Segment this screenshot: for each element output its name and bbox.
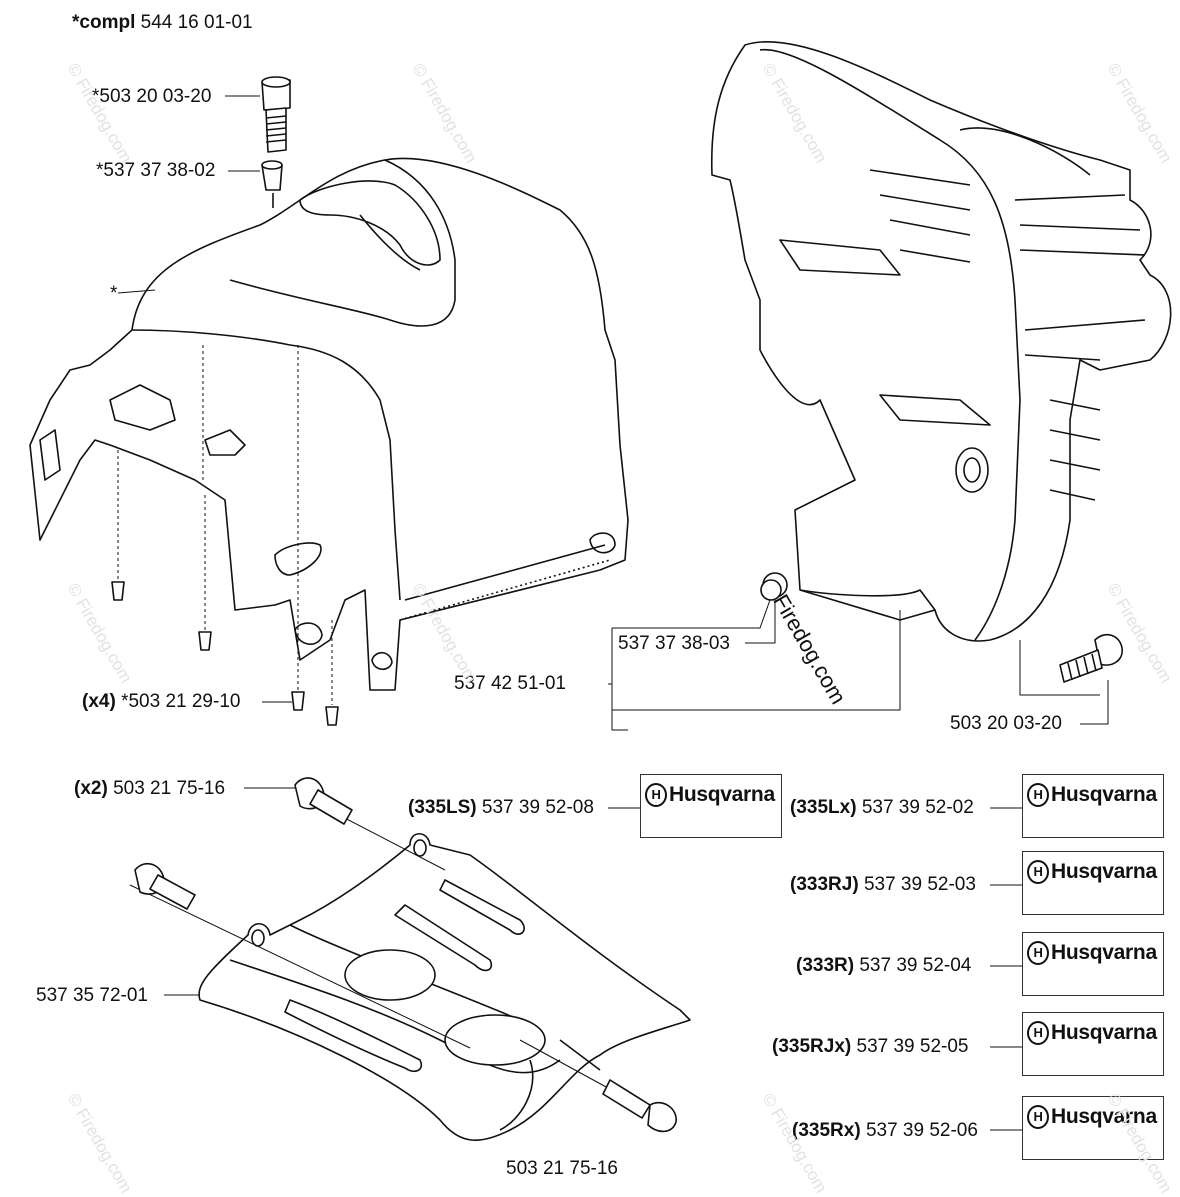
label-screws-x4: (x4) *503 21 29-10: [82, 691, 240, 713]
assembly-number: 544 16 01-01: [140, 12, 253, 33]
small-screws: [111, 345, 339, 726]
decal-number: 537 39 52-05: [856, 1036, 969, 1057]
brand-text: Husqvarna: [669, 783, 775, 806]
leader-bracket: [611, 599, 1100, 731]
label-cylinder-cover: 537 42 51-01: [454, 673, 566, 694]
label-bushing: 537 37 38-03: [618, 633, 730, 654]
skid-plate: [129, 799, 691, 1141]
decal-model: (333R): [796, 955, 855, 976]
leader-lines: [117, 95, 1109, 1131]
decal-model: (333RJ): [790, 874, 859, 895]
crown-h-icon: H: [645, 783, 667, 807]
decal-number: 537 39 52-04: [859, 955, 972, 976]
label-screw-top: *503 20 03-20: [92, 86, 212, 107]
top-screw: [261, 76, 291, 208]
decal-model: (335Rx): [792, 1120, 861, 1141]
skid-screws: [134, 777, 677, 1133]
label-screw-right: 503 20 03-20: [950, 713, 1062, 734]
label-skid-plate: 537 35 72-01: [36, 985, 148, 1006]
decal-label-335ls: (335LS) 537 39 52-08: [408, 797, 594, 819]
label-cover-marker: *: [110, 283, 118, 304]
label-washer-top: *537 37 38-02: [96, 160, 216, 181]
brand-text: Husqvarna: [1051, 1105, 1157, 1128]
brand-text: Husqvarna: [1051, 783, 1157, 806]
label-screws-x2: (x2) 503 21 75-16: [74, 778, 225, 800]
decal-label-333r: (333R) 537 39 52-04: [796, 955, 971, 977]
cylinder-cover: [710, 40, 1172, 642]
decal-model: (335Lx): [790, 797, 857, 818]
brand-text: Husqvarna: [1051, 1021, 1157, 1044]
crown-h-icon: H: [1027, 783, 1049, 807]
crown-h-icon: H: [1027, 941, 1049, 965]
decal-label-333rj: (333RJ) 537 39 52-03: [790, 874, 976, 896]
decal-model: (335RJx): [772, 1036, 852, 1057]
label-screw-bottom: 503 21 75-16: [506, 1158, 618, 1179]
assembly-header: *compl 544 16 01-01: [72, 12, 253, 34]
decal-number: 537 39 52-08: [481, 797, 594, 818]
crown-h-icon: H: [1027, 1021, 1049, 1045]
crown-h-icon: H: [1027, 860, 1049, 884]
brand-text: Husqvarna: [1051, 941, 1157, 964]
right-screw: [1059, 633, 1123, 683]
decal-number: 537 39 52-06: [865, 1120, 978, 1141]
decal-number: 537 39 52-02: [861, 797, 974, 818]
qty-x4: (x4): [82, 691, 116, 712]
decal-label-335rjx: (335RJx) 537 39 52-05: [772, 1036, 969, 1058]
assembly-prefix: *compl: [72, 12, 136, 33]
crown-h-icon: H: [1027, 1105, 1049, 1129]
decal-label-335rx: (335Rx) 537 39 52-06: [792, 1120, 978, 1142]
engine-cover: [29, 157, 629, 691]
bushing-part: [760, 572, 788, 601]
brand-text: Husqvarna: [1051, 860, 1157, 883]
decal-number: 537 39 52-03: [863, 874, 976, 895]
qty-x2: (x2): [74, 778, 108, 799]
decal-label-335lx: (335Lx) 537 39 52-02: [790, 797, 974, 819]
number-screws-x4: *503 21 29-10: [121, 691, 241, 712]
decal-model: (335LS): [408, 797, 477, 818]
number-screws-x2: 503 21 75-16: [113, 778, 226, 799]
